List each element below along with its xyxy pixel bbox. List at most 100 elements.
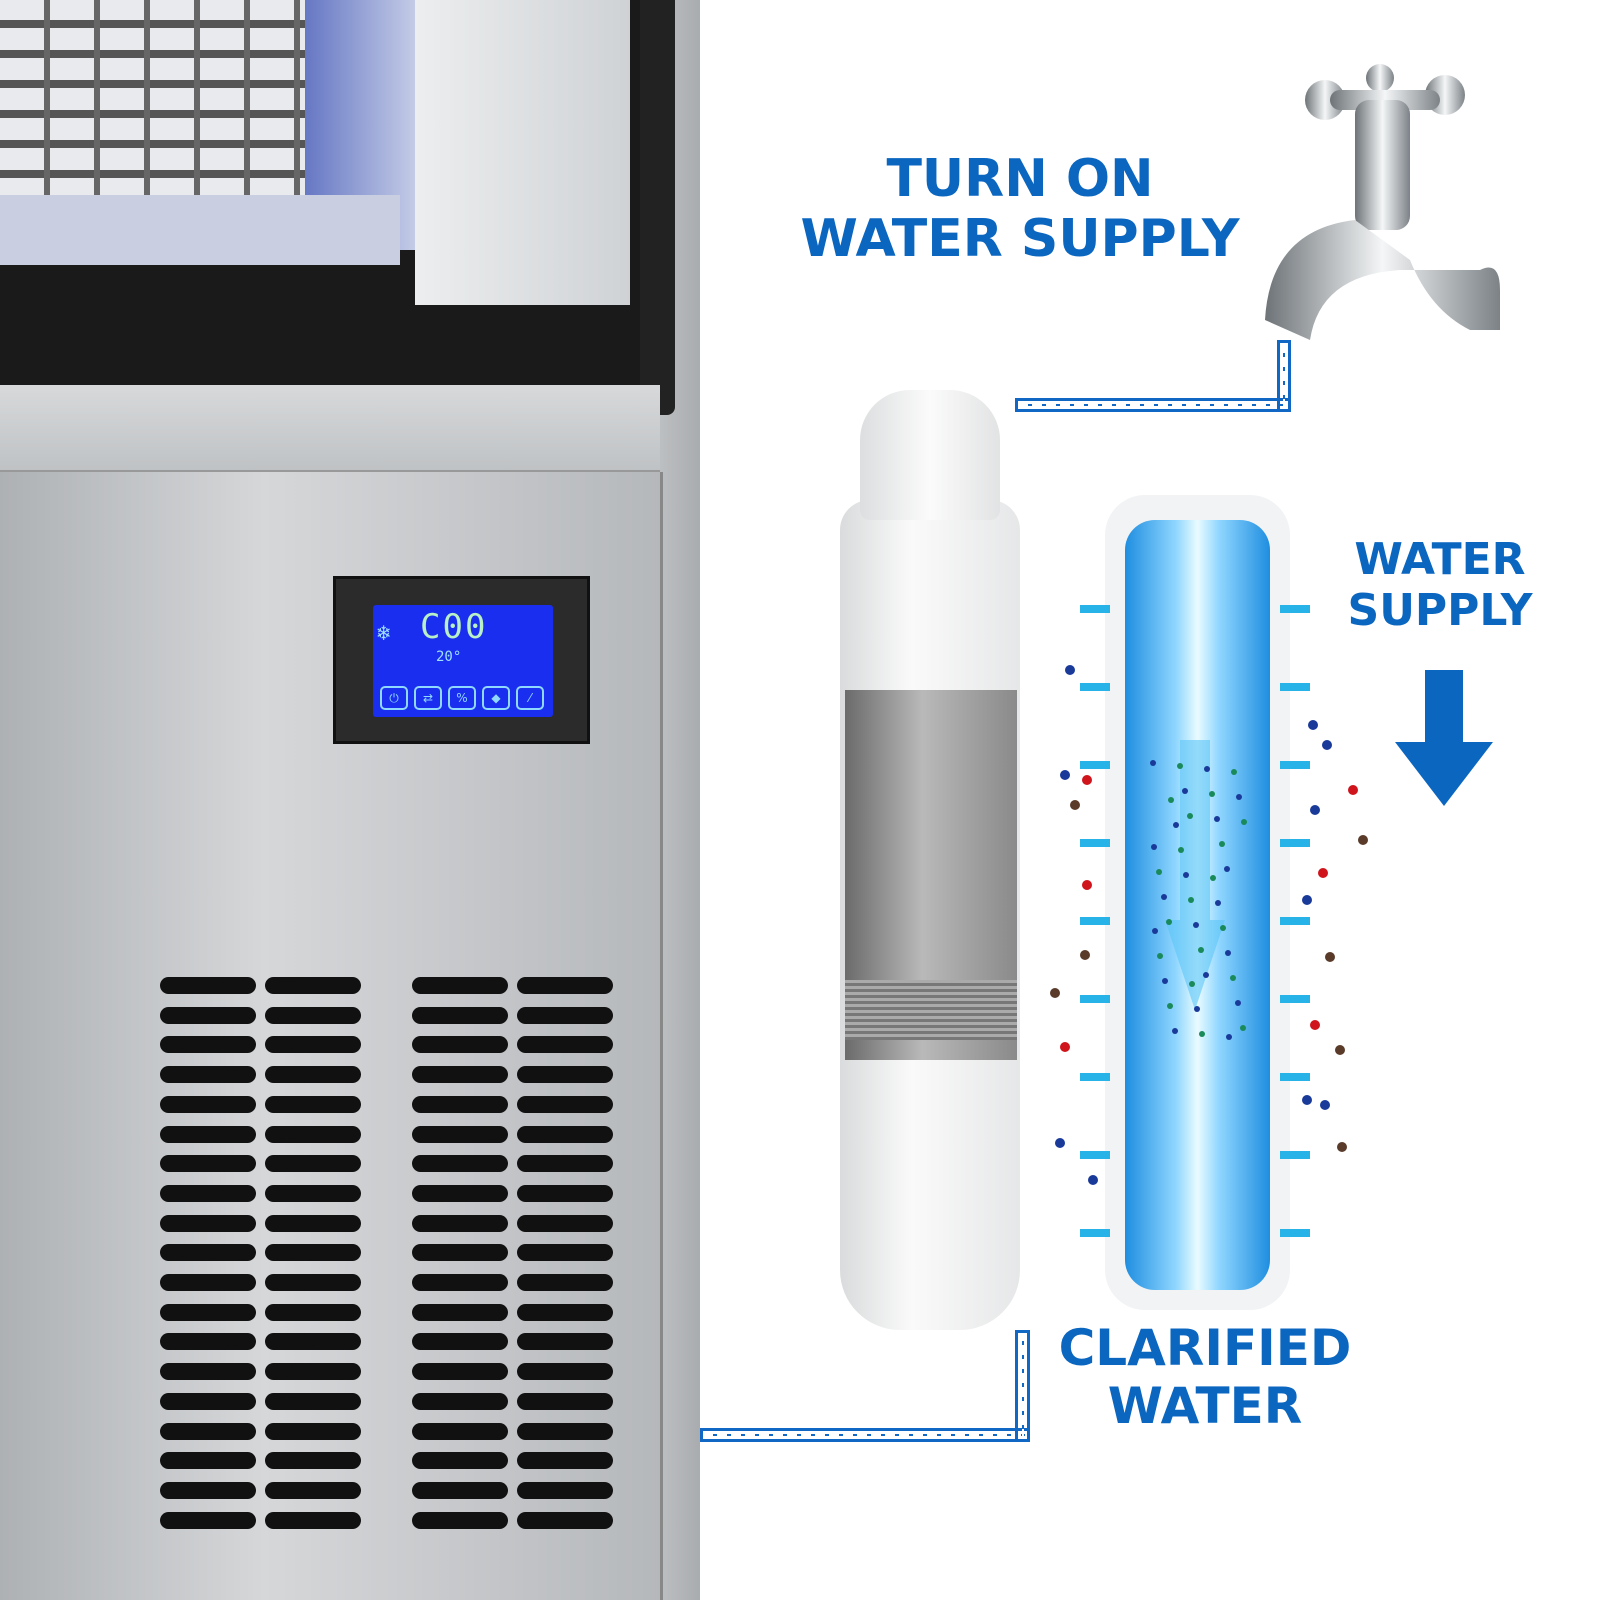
vent-slot: [160, 1006, 256, 1024]
vent-slot: [160, 1095, 256, 1113]
vent-slot: [160, 977, 256, 994]
filtered-particle: [1214, 816, 1220, 822]
vent-slot: [160, 1244, 256, 1262]
ice-button[interactable]: ◆: [482, 686, 510, 710]
vent-slot: [160, 1303, 256, 1321]
vent-slot: [160, 1481, 256, 1499]
vent-slot: [160, 1274, 256, 1291]
door-handle: [640, 0, 675, 415]
inflow-arrow-icon: [1280, 1229, 1310, 1237]
lcd-temperature: 20°: [436, 649, 462, 665]
vent-slot: [412, 1006, 508, 1024]
filtered-particle: [1235, 1000, 1241, 1006]
vent-slot: [160, 1155, 256, 1173]
contaminant-particle: [1358, 835, 1368, 845]
contaminant-particle: [1065, 665, 1075, 675]
vent-slot: [517, 1155, 613, 1173]
vent-slot: [517, 1095, 613, 1113]
filtered-particle: [1157, 953, 1163, 959]
inflow-arrow-icon: [1080, 1073, 1110, 1081]
vent-slot: [412, 1155, 508, 1173]
inflow-arrow-icon: [1280, 605, 1310, 613]
inflow-arrow-icon: [1280, 917, 1310, 925]
inlet-pipe-vertical: [1277, 340, 1291, 412]
filtered-particle: [1230, 975, 1236, 981]
contaminant-particle: [1322, 740, 1332, 750]
filtered-particle: [1219, 841, 1225, 847]
filtered-particle: [1193, 922, 1199, 928]
vent-slot: [160, 1452, 256, 1470]
vent-slot: [412, 1303, 508, 1321]
vent-slot: [265, 1392, 361, 1410]
vent-slot: [160, 1392, 256, 1410]
heading-line: CLARIFIED: [1058, 1319, 1352, 1377]
vent-slot: [265, 1095, 361, 1113]
vent-slot: [265, 977, 361, 994]
contaminant-particle: [1082, 880, 1092, 890]
filtered-particle: [1187, 813, 1193, 819]
filtered-particle: [1199, 1031, 1205, 1037]
vent-slot: [517, 1303, 613, 1321]
vent-slot: [517, 1363, 613, 1381]
filtered-particle: [1210, 875, 1216, 881]
vent-slot: [412, 1214, 508, 1232]
filtered-particle: [1209, 791, 1215, 797]
vent-slot: [412, 1481, 508, 1499]
filtered-particle: [1226, 1034, 1232, 1040]
contaminant-particle: [1335, 1045, 1345, 1055]
vent-slot: [265, 1125, 361, 1143]
vent-slot: [265, 1274, 361, 1291]
faucet-icon: [1265, 64, 1500, 340]
inflow-arrow-icon: [1080, 839, 1110, 847]
filtered-particle: [1151, 844, 1157, 850]
vent-slot: [517, 1333, 613, 1351]
contaminant-particle: [1302, 895, 1312, 905]
vent-slot: [265, 1452, 361, 1470]
vent-slot: [412, 977, 508, 994]
filtered-particle: [1150, 760, 1156, 766]
vent-slot: [517, 1036, 613, 1054]
water-button[interactable]: ⁄: [516, 686, 544, 710]
outlet-pipe: [700, 1428, 1030, 1442]
filtered-particle: [1162, 978, 1168, 984]
contaminant-particle: [1050, 988, 1060, 998]
contaminant-particle: [1080, 950, 1090, 960]
vent-slot: [160, 1125, 256, 1143]
inlet-pipe: [1015, 398, 1291, 412]
vent-slot: [412, 1125, 508, 1143]
filtered-particle: [1231, 769, 1237, 775]
vent-slot: [412, 1511, 508, 1529]
heading-line: TURN ON: [886, 149, 1154, 209]
mode-button[interactable]: %: [448, 686, 476, 710]
inflow-arrow-icon: [1280, 1151, 1310, 1159]
filtered-particle: [1189, 981, 1195, 987]
inflow-arrow-icon: [1080, 1151, 1110, 1159]
flow-arrow-icon: [1165, 740, 1225, 1010]
filtered-particle: [1168, 797, 1174, 803]
filtered-particle: [1241, 819, 1247, 825]
vent-slot: [160, 1214, 256, 1232]
filtered-particle: [1225, 950, 1231, 956]
inflow-arrow-icon: [1280, 683, 1310, 691]
contaminant-particle: [1348, 785, 1358, 795]
vent-slot: [412, 1274, 508, 1291]
vent-slot: [160, 1422, 256, 1440]
cycle-button[interactable]: ⇄: [414, 686, 442, 710]
filtered-particle: [1177, 763, 1183, 769]
vent-slot: [412, 1392, 508, 1410]
filtered-particle: [1166, 919, 1172, 925]
vent-slot: [412, 1184, 508, 1202]
contaminant-particle: [1308, 720, 1318, 730]
vent-slot: [517, 1452, 613, 1470]
filtered-particle: [1194, 1006, 1200, 1012]
vent-slot: [160, 1363, 256, 1381]
filtered-particle: [1172, 1028, 1178, 1034]
heading-line: WATER: [1107, 1376, 1303, 1435]
filtered-particle: [1156, 869, 1162, 875]
inflow-arrow-icon: [1280, 995, 1310, 1003]
vent-slot: [265, 1481, 361, 1499]
power-button[interactable]: ⏻: [380, 686, 408, 710]
vent-slot: [265, 1422, 361, 1440]
contaminant-particle: [1310, 805, 1320, 815]
contaminant-particle: [1325, 952, 1335, 962]
